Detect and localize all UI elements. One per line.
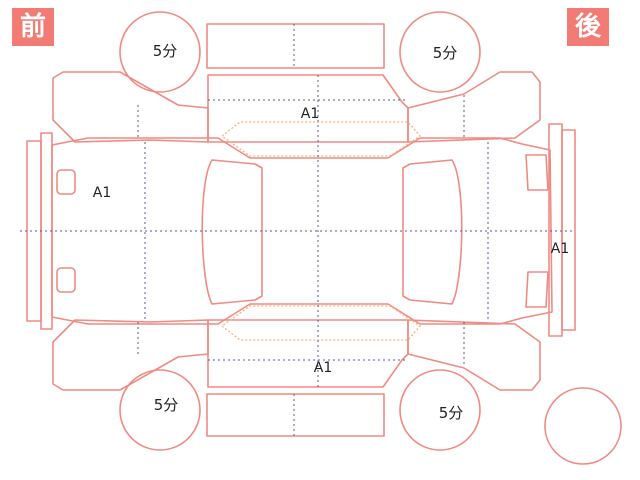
tire-front-left[interactable] (119, 11, 201, 93)
windshield[interactable] (201, 159, 263, 305)
tire-rear-right[interactable] (399, 369, 481, 451)
car-body-outline[interactable] (51, 137, 553, 325)
damage-mark-front: A1 (93, 185, 111, 201)
tire-front-right-label: 5分 (154, 396, 179, 414)
spare-tire[interactable] (544, 387, 622, 465)
panel-rear-fender-right[interactable] (407, 319, 541, 391)
panel-lower-strip[interactable] (206, 393, 385, 437)
tire-front-right[interactable] (119, 369, 201, 451)
headlight-lower (56, 267, 76, 293)
rear-bumper-outer[interactable] (561, 129, 576, 331)
headlight-upper (56, 169, 76, 195)
panel-rear-fender-left[interactable] (407, 71, 541, 143)
panel-doors-right[interactable] (207, 319, 409, 388)
damage-mark-top: A1 (301, 106, 319, 122)
taillight-lower (525, 271, 549, 308)
tire-front-left-label: 5分 (153, 42, 178, 60)
damage-mark-rear: A1 (551, 241, 569, 257)
side-window-lower (220, 305, 421, 341)
tire-rear-right-label: 5分 (439, 404, 464, 422)
tire-rear-left-label: 5分 (433, 44, 458, 62)
front-bumper-outer[interactable] (26, 140, 42, 322)
front-badge: 前 (12, 8, 54, 46)
damage-mark-bottom: A1 (314, 360, 332, 376)
taillight-upper (525, 154, 549, 191)
rear-bumper-inner[interactable] (548, 123, 563, 337)
rear-badge: 後 (567, 8, 609, 46)
panel-upper-strip[interactable] (206, 23, 385, 69)
side-window-upper (220, 121, 421, 157)
rear-window[interactable] (402, 159, 463, 305)
tire-rear-left[interactable] (399, 11, 481, 93)
